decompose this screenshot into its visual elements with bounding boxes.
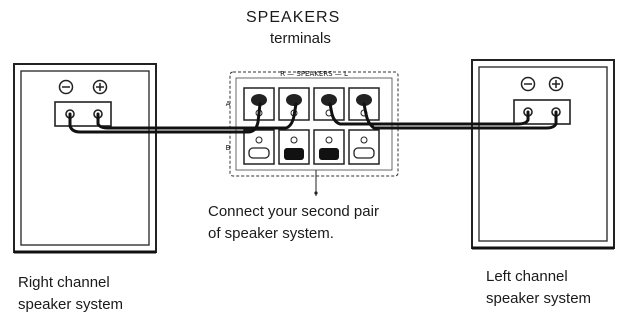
diagram-title: SPEAKERS — [246, 9, 341, 26]
speaker-cables — [68, 102, 558, 134]
left-speaker-cabinet — [471, 59, 615, 250]
terminal-row-a — [243, 87, 380, 121]
row-label-b: B — [226, 144, 231, 152]
right-speaker-terminals — [54, 79, 112, 127]
right-speaker-cabinet — [13, 63, 157, 254]
terminal-row-b — [243, 129, 380, 165]
instruction-line-2: of speaker system. — [208, 225, 334, 242]
left-speaker-label-1: Left channel — [486, 268, 568, 285]
left-speaker-label-2: speaker system — [486, 290, 592, 307]
right-cable-b — [96, 102, 298, 130]
plus-icon — [92, 79, 108, 95]
left-speaker-terminals — [513, 76, 571, 125]
plus-icon — [548, 76, 564, 92]
row-label-a: A — [226, 100, 231, 108]
right-cable-a — [68, 102, 262, 134]
right-speaker-label-1: Right channel — [18, 274, 110, 291]
right-speaker-label-2: speaker system — [18, 296, 124, 313]
left-cable-a — [328, 102, 530, 126]
left-cable-b — [362, 102, 558, 130]
minus-icon — [520, 76, 536, 92]
minus-icon — [58, 79, 74, 95]
panel-label: R — SPEAKERS — L — [280, 70, 348, 78]
diagram-subtitle: terminals — [270, 30, 331, 47]
instruction-line-1: Connect your second pair — [208, 203, 379, 220]
